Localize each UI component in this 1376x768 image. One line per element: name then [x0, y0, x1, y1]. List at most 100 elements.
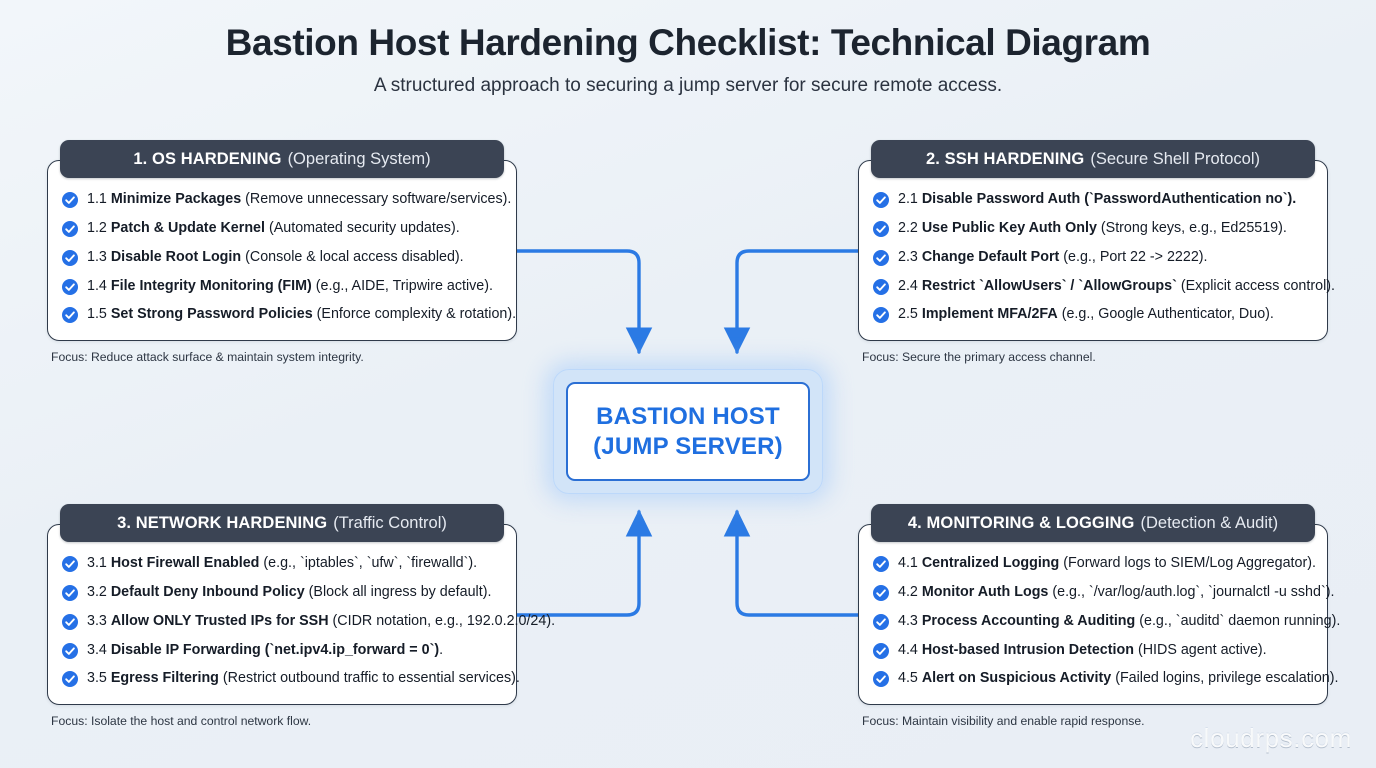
item-description: (Strong keys, e.g., Ed25519).	[1100, 219, 1287, 236]
list-item[interactable]: 1.3 Disable Root Login (Console & local …	[62, 249, 502, 267]
check-circle-icon	[873, 642, 889, 659]
item-title: Change Default Port	[921, 248, 1060, 265]
list-item[interactable]: 4.2 Monitor Auth Logs (e.g., `/var/log/a…	[873, 583, 1334, 602]
item-title: Use Public Key Auth Only	[921, 219, 1097, 236]
item-number: 1.3	[87, 248, 107, 265]
item-title: Disable IP Forwarding (`net.ipv4.ip_forw…	[110, 641, 440, 658]
item-number: 1.5	[87, 306, 107, 323]
item-number: 2.1	[898, 191, 918, 207]
item-number: 1.2	[87, 219, 107, 236]
check-circle-icon	[873, 192, 889, 208]
item-description: (HIDS agent active).	[1137, 641, 1267, 658]
item-number: 2.5	[898, 306, 918, 323]
list-item[interactable]: 2.1 Disable Password Auth (`PasswordAuth…	[873, 191, 1313, 209]
item-number: 3.2	[87, 583, 107, 600]
check-circle-icon	[62, 584, 78, 601]
item-description: (e.g., `auditd` daemon running).	[1139, 612, 1341, 629]
item-description: (Remove unnecessary software/services).	[245, 191, 512, 207]
item-description: (Restrict outbound traffic to essential …	[222, 670, 520, 687]
list-item[interactable]: 1.1 Minimize Packages (Remove unnecessar…	[62, 191, 511, 209]
check-circle-icon	[873, 307, 889, 324]
item-title: Disable Password Auth	[921, 191, 1081, 207]
list-item[interactable]: 4.3 Process Accounting & Auditing (e.g.,…	[873, 612, 1340, 631]
item-number: 1.1	[87, 191, 107, 207]
item-description: (e.g., Port 22 -> 2222).	[1063, 248, 1208, 265]
item-number: 4.2	[898, 583, 918, 600]
check-circle-icon	[62, 278, 78, 295]
check-circle-icon	[873, 249, 889, 266]
check-circle-icon	[62, 192, 78, 208]
item-title: File Integrity Monitoring (FIM)	[110, 277, 312, 294]
item-number: 1.4	[87, 277, 107, 294]
check-circle-icon	[873, 220, 889, 237]
list-item[interactable]: 4.4 Host-based Intrusion Detection (HIDS…	[873, 642, 1313, 660]
check-circle-icon	[62, 671, 78, 688]
item-number: 3.3	[87, 612, 107, 629]
item-description: (e.g., `iptables`, `ufw`, `firewalld`).	[263, 555, 478, 571]
check-circle-icon	[873, 584, 889, 601]
item-title: Default Deny Inbound Policy	[110, 583, 305, 600]
panel-os-hardening: 1. OS HARDENING (Operating System) 1.1 M…	[47, 140, 517, 364]
list-item[interactable]: 1.5 Set Strong Password Policies (Enforc…	[62, 306, 516, 324]
check-circle-icon	[873, 613, 889, 630]
checklist: 3.1 Host Firewall Enabled (e.g., `iptabl…	[62, 555, 555, 688]
list-item[interactable]: 3.3 Allow ONLY Trusted IPs for SSH (CIDR…	[62, 612, 555, 631]
panel-header-network-hardening: 3. NETWORK HARDENING (Traffic Control)	[60, 504, 504, 542]
check-circle-icon	[62, 613, 78, 630]
item-title: Centralized Logging	[921, 555, 1060, 571]
item-number: 2.2	[898, 219, 918, 236]
panel-focus-note: Focus: Isolate the host and control netw…	[51, 714, 312, 729]
list-item[interactable]: 4.1 Centralized Logging (Forward logs to…	[873, 555, 1316, 573]
list-item[interactable]: 2.4 Restrict `AllowUsers` / `AllowGroups…	[873, 277, 1335, 296]
check-circle-icon	[62, 220, 78, 237]
checklist: 1.1 Minimize Packages (Remove unnecessar…	[62, 191, 516, 324]
item-title: Set Strong Password Policies	[110, 306, 313, 323]
item-description: (Console & local access disabled).	[245, 248, 464, 265]
item-title: Process Accounting & Auditing	[921, 612, 1136, 629]
list-item[interactable]: 1.2 Patch & Update Kernel (Automated sec…	[62, 220, 502, 238]
item-description: .	[439, 641, 444, 658]
check-circle-icon	[873, 671, 889, 688]
list-item[interactable]: 2.3 Change Default Port (e.g., Port 22 -…	[873, 249, 1313, 267]
panel-title-light: (Operating System)	[287, 149, 431, 168]
item-number: 2.4	[898, 277, 918, 294]
list-item[interactable]: 3.5 Egress Filtering (Restrict outbound …	[62, 670, 520, 688]
item-title: Alert on Suspicious Activity	[921, 670, 1112, 687]
panel-header-os-hardening: 1. OS HARDENING (Operating System)	[60, 140, 504, 178]
panel-card: 1. OS HARDENING (Operating System) 1.1 M…	[47, 140, 517, 342]
panel-header-monitoring-logging: 4. MONITORING & LOGGING (Detection & Aud…	[871, 504, 1315, 542]
list-item[interactable]: 1.4 File Integrity Monitoring (FIM) (e.g…	[62, 278, 502, 296]
item-description: (Enforce complexity & rotation).	[316, 306, 517, 323]
item-title: Implement MFA/2FA	[921, 306, 1058, 323]
panel-title-light: (Secure Shell Protocol)	[1090, 149, 1261, 168]
item-number: 4.5	[898, 670, 918, 687]
panel-ssh-hardening: 2. SSH HARDENING (Secure Shell Protocol)…	[858, 140, 1335, 364]
checklist: 2.1 Disable Password Auth (`PasswordAuth…	[873, 191, 1335, 324]
panel-monitoring-logging: 4. MONITORING & LOGGING (Detection & Aud…	[858, 504, 1340, 728]
item-description: (Block all ingress by default).	[308, 583, 492, 600]
item-description: (`PasswordAuthentication no`).	[1084, 191, 1297, 207]
item-number: 4.1	[898, 555, 918, 571]
list-item[interactable]: 3.2 Default Deny Inbound Policy (Block a…	[62, 584, 502, 602]
central-node-bastion-host[interactable]: BASTION HOST (JUMP SERVER)	[553, 369, 823, 494]
list-item[interactable]: 2.2 Use Public Key Auth Only (Strong key…	[873, 220, 1313, 238]
watermark: cloudrps.com	[1190, 723, 1352, 753]
list-item[interactable]: 3.1 Host Firewall Enabled (e.g., `iptabl…	[62, 555, 502, 573]
check-circle-icon	[62, 249, 78, 266]
central-node-line-2: (JUMP SERVER)	[593, 432, 783, 460]
item-title: Minimize Packages	[110, 191, 242, 207]
check-circle-icon	[873, 278, 889, 295]
list-item[interactable]: 2.5 Implement MFA/2FA (e.g., Google Auth…	[873, 306, 1313, 324]
item-title: Restrict `AllowUsers` / `AllowGroups`	[921, 277, 1177, 294]
check-circle-icon	[62, 642, 78, 659]
list-item[interactable]: 3.4 Disable IP Forwarding (`net.ipv4.ip_…	[62, 642, 502, 660]
panel-card: 3. NETWORK HARDENING (Traffic Control) 3…	[47, 504, 555, 706]
item-number: 3.5	[87, 670, 107, 687]
list-item[interactable]: 4.5 Alert on Suspicious Activity (Failed…	[873, 670, 1339, 688]
panel-card: 4. MONITORING & LOGGING (Detection & Aud…	[858, 504, 1340, 706]
item-number: 4.3	[898, 612, 918, 629]
central-node-inner: BASTION HOST (JUMP SERVER)	[566, 382, 810, 481]
item-title: Egress Filtering	[110, 670, 219, 687]
item-description: (Automated security updates).	[268, 219, 460, 236]
